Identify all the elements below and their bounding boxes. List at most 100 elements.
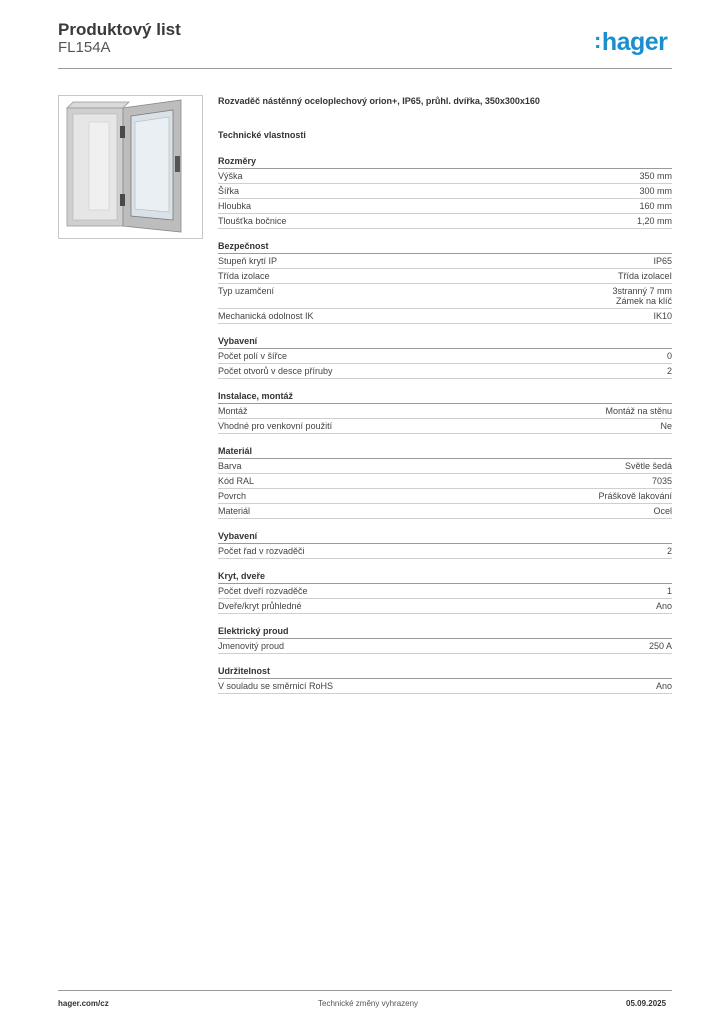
spec-value-line: 300 mm <box>639 186 672 196</box>
spec-value: IP65 <box>653 256 672 266</box>
section-title: Kryt, dveře <box>218 571 672 584</box>
spec-row: Kód RAL 7035 <box>218 474 672 489</box>
spec-value: 0 <box>667 351 672 361</box>
spec-value-line: 1 <box>666 586 672 596</box>
footer-divider <box>58 990 672 991</box>
spec-value: 7035 <box>652 476 672 486</box>
spec-row: Šířka 300 mm <box>218 184 672 199</box>
product-image <box>58 95 203 239</box>
spec-value: Ano <box>656 681 672 691</box>
spec-label: V souladu se směrnicí RoHS <box>218 681 334 691</box>
spec-label: Výška <box>218 171 243 181</box>
spec-value: Práškově lakování <box>598 491 672 501</box>
spec-row: Mechanická odolnost IK IK10 <box>218 309 672 324</box>
spec-row: Počet otvorů v desce příruby 2 <box>218 364 672 379</box>
spec-value: 350 mm <box>639 171 672 181</box>
spec-value: Montáž na stěnu <box>605 406 672 416</box>
spec-row: V souladu se směrnicí RoHS Ano <box>218 679 672 694</box>
spec-value-line: Práškově lakování <box>598 491 672 501</box>
spec-value-line: Třída izolaceI <box>617 271 672 281</box>
spec-row: Hloubka 160 mm <box>218 199 672 214</box>
spec-row: Stupeň krytí IP IP65 <box>218 254 672 269</box>
spec-row: Dveře/kryt průhledné Ano <box>218 599 672 614</box>
spec-value-line: 2 <box>666 366 672 376</box>
spec-label: Tloušťka bočnice <box>218 216 287 226</box>
spec-row: Tloušťka bočnice 1,20 mm <box>218 214 672 229</box>
spec-value: Ano <box>656 601 672 611</box>
spec-value-line: 7035 <box>651 476 672 486</box>
spec-value: 160 mm <box>639 201 672 211</box>
spec-value-line: Ocel <box>653 506 672 516</box>
spec-value: Ne <box>660 421 672 431</box>
spec-value: 2 <box>667 546 672 556</box>
spec-label: Materiál <box>218 506 251 516</box>
spec-label: Šířka <box>218 186 240 196</box>
spec-value-line: Zámek na klíč <box>615 296 672 306</box>
logo-text: hager <box>601 28 668 56</box>
footer-website[interactable]: hager.com/cz <box>58 999 109 1008</box>
spec-label: Třída izolace <box>218 271 270 281</box>
spec-row: Výška 350 mm <box>218 169 672 184</box>
section-title: Rozměry <box>218 156 672 169</box>
spec-value: 1,20 mm <box>637 216 672 226</box>
spec-value-line: IK10 <box>653 311 672 321</box>
spec-label: Počet otvorů v desce příruby <box>218 366 333 376</box>
section-title: Udržitelnost <box>218 666 672 679</box>
spec-label: Barva <box>218 461 242 471</box>
spec-label: Povrch <box>218 491 247 501</box>
spec-row: Materiál Ocel <box>218 504 672 519</box>
section-title: Vybavení <box>218 531 672 544</box>
spec-value-line: 3stranný 7 mm <box>612 286 672 296</box>
spec-label: Montáž <box>218 406 248 416</box>
section-title: Bezpečnost <box>218 241 672 254</box>
spec-value: Ocel <box>653 506 672 516</box>
spec-value-line: 2 <box>666 546 672 556</box>
spec-row: Vhodné pro venkovní použití Ne <box>218 419 672 434</box>
spec-value: 300 mm <box>639 186 672 196</box>
spec-row: Jmenovitý proud 250 A <box>218 639 672 654</box>
spec-value: 250 A <box>649 641 672 651</box>
footer-note: Technické změny vyhrazeny <box>318 999 419 1008</box>
product-description: Rozvaděč nástěnný oceloplechový orion+, … <box>218 96 540 106</box>
spec-value-line: Ne <box>660 421 672 431</box>
spec-row: Počet polí v šířce 0 <box>218 349 672 364</box>
spec-label: Stupeň krytí IP <box>218 256 278 266</box>
spec-label: Jmenovitý proud <box>218 641 285 651</box>
header-divider <box>58 68 672 69</box>
spec-label: Dveře/kryt průhledné <box>218 601 302 611</box>
spec-row: Třída izolace Třída izolaceI <box>218 269 672 284</box>
page-title: Produktový list <box>58 20 181 39</box>
spec-label: Mechanická odolnost IK <box>218 311 314 321</box>
section-title: Elektrický proud <box>218 626 672 639</box>
spec-value-line: 350 mm <box>639 171 672 181</box>
spec-value-line: 0 <box>666 351 672 361</box>
spec-label: Vhodné pro venkovní použití <box>218 421 333 431</box>
spec-value-line: Ano <box>655 681 672 691</box>
spec-value: Třída izolaceI <box>618 271 672 281</box>
product-code: FL154A <box>58 39 111 56</box>
spec-value-line: 250 A <box>648 641 672 651</box>
spec-row: Montáž Montáž na stěnu <box>218 404 672 419</box>
spec-label: Hloubka <box>218 201 252 211</box>
spec-value-line: Montáž na stěnu <box>605 406 672 416</box>
spec-value: 1 <box>667 586 672 596</box>
spec-label: Kód RAL <box>218 476 255 486</box>
enclosure-illustration <box>66 99 182 233</box>
spec-label: Počet polí v šířce <box>218 351 288 361</box>
spec-value-line: Ano <box>655 601 672 611</box>
footer-date: 05.09.2025 <box>626 999 667 1008</box>
spec-row: Povrch Práškově lakování <box>218 489 672 504</box>
logo-colon-glyph: : <box>594 28 601 53</box>
